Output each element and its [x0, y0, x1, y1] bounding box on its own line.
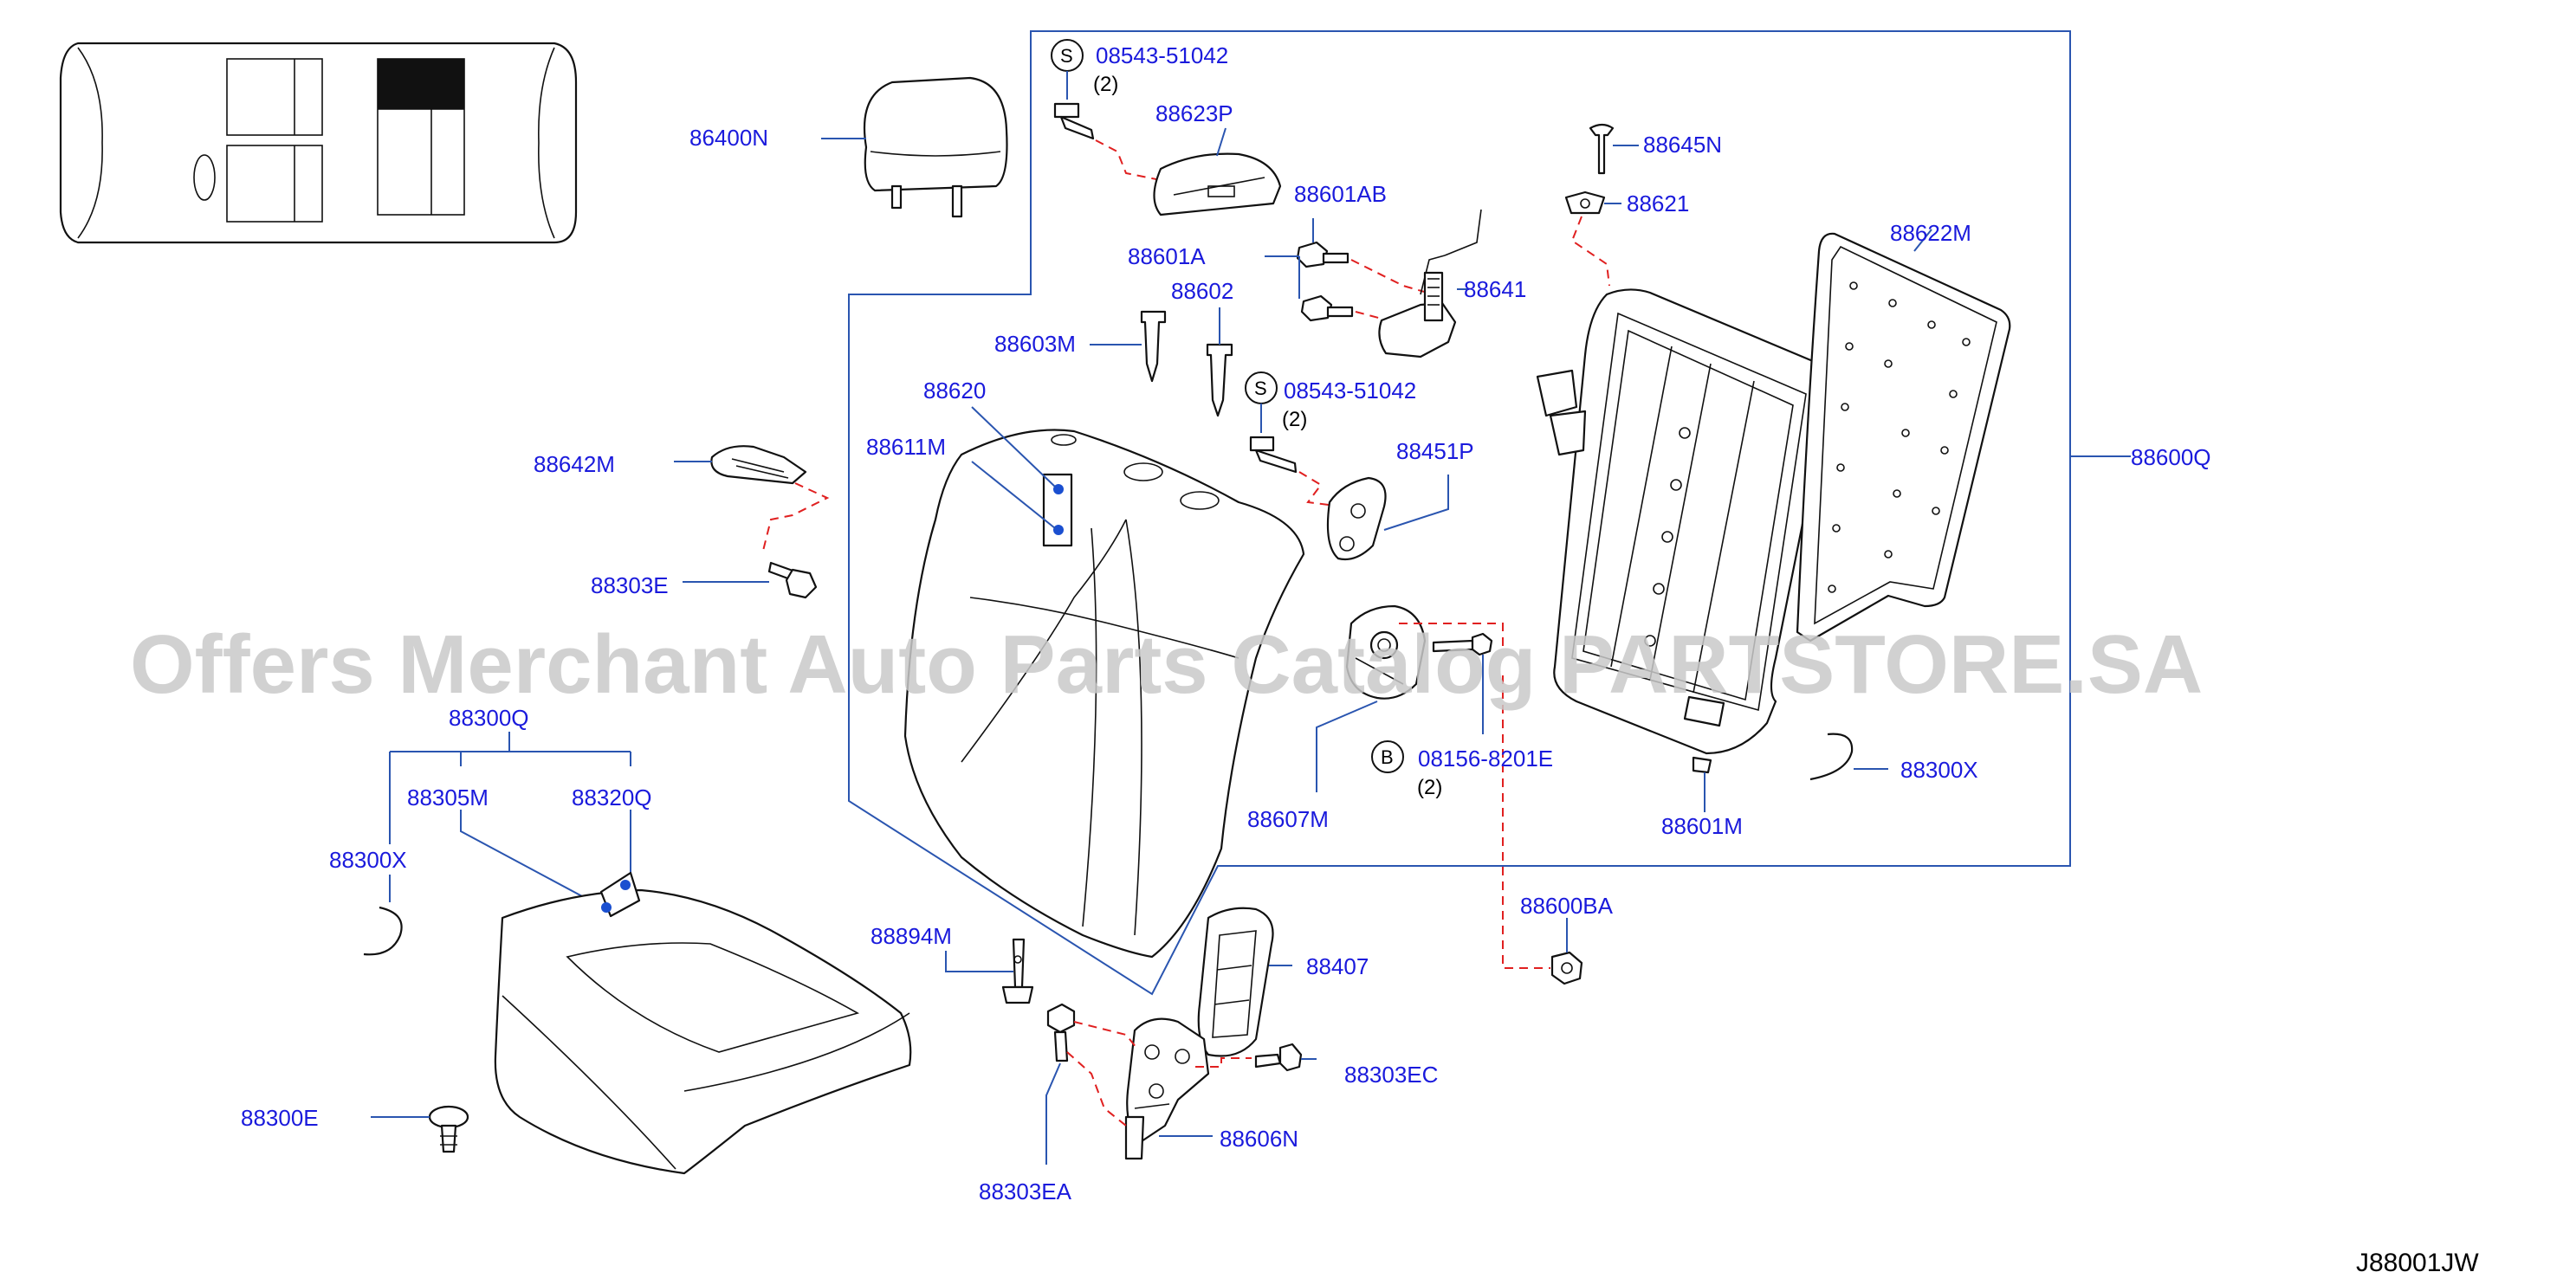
label-88642m: 88642M — [534, 451, 615, 477]
bracket-88894m — [945, 938, 1034, 1004]
label-08543-51042-top: 08543-51042 — [1096, 42, 1228, 68]
label-88606n: 88606N — [1220, 1126, 1298, 1152]
seat-back-pad — [903, 406, 1305, 959]
bolt-88303ec — [1195, 1043, 1317, 1072]
label-08156-8201e: 08156-8201E — [1418, 746, 1553, 772]
wire-ring-88300x-left — [363, 906, 403, 956]
bolt-08156 — [1371, 632, 1493, 773]
marker-dot — [601, 902, 612, 913]
label-88451p: 88451P — [1396, 438, 1474, 464]
s-symbol-letter: S — [1060, 45, 1073, 67]
label-88303ec: 88303EC — [1344, 1062, 1438, 1088]
label-86400n: 86400N — [689, 125, 768, 151]
diagram-code: J88001JW — [2356, 1249, 2479, 1277]
nut-88621 — [1564, 190, 1621, 287]
vehicle-locator — [59, 42, 578, 244]
label-08543-51042-middle: 08543-51042 — [1284, 378, 1416, 404]
watermark: Offers Merchant Auto Parts Catalog PARTS… — [130, 618, 2203, 711]
s-symbol-letter: S — [1254, 378, 1267, 399]
qty-08543-51042-middle: (2) — [1282, 408, 1307, 431]
nut-88600ba — [1502, 675, 1583, 985]
label-88303e: 88303E — [591, 572, 669, 598]
label-88611m: 88611M — [866, 434, 946, 460]
guide-88602 — [1206, 307, 1233, 417]
label-88320q: 88320Q — [572, 785, 652, 810]
bracket-88623p — [1153, 127, 1282, 216]
label-88305m: 88305M — [407, 785, 489, 810]
recliner-88607m — [1316, 604, 1504, 792]
marker-dot — [620, 880, 631, 890]
label-88620: 88620 — [923, 378, 986, 404]
label-88641: 88641 — [1464, 276, 1526, 302]
marker-dot — [1053, 525, 1064, 535]
back-board-88622m — [1796, 229, 2011, 642]
label-88300e: 88300E — [241, 1105, 319, 1131]
wire-ring-88300x-right — [1809, 733, 1854, 781]
bolt-88303ea — [1045, 1003, 1137, 1165]
seat-cushion — [494, 871, 912, 1175]
screw-08543-middle — [1245, 371, 1343, 507]
hinge-88606n — [1124, 1017, 1213, 1160]
label-88300x-left: 88300X — [329, 847, 407, 873]
label-88645n: 88645N — [1643, 132, 1722, 158]
b-symbol — [1371, 740, 1404, 773]
label-88621: 88621 — [1627, 190, 1689, 216]
label-88303ea: 88303EA — [979, 1178, 1072, 1204]
label-88622m: 88622M — [1890, 220, 1971, 246]
label-88300q: 88300Q — [449, 705, 529, 731]
cushion-group-leaders — [389, 732, 631, 910]
cover-88642m — [674, 445, 830, 555]
label-88600ba: 88600BA — [1520, 893, 1614, 919]
label-88602: 88602 — [1171, 278, 1233, 304]
label-88600q: 88600Q — [2131, 444, 2211, 470]
seat-back-group-outline — [848, 30, 2071, 996]
trim-88407 — [1197, 907, 1292, 1057]
qty-08156-8201e: (2) — [1417, 776, 1442, 799]
marker-dot — [1053, 484, 1064, 494]
seat-back-frame-88601m — [1536, 288, 1831, 812]
highlighted-seat-back — [378, 59, 464, 109]
label-88601m: 88601M — [1661, 813, 1743, 839]
cover-88451p — [1326, 475, 1449, 561]
part-labels: 86400N 08543-51042 (2) S 88623P 88645N 8… — [241, 42, 2211, 1204]
label-88623p: 88623P — [1155, 100, 1233, 126]
label-88300x-right: 88300X — [1900, 757, 1978, 783]
bolt-88645n — [1589, 123, 1639, 175]
guide-88603m — [1090, 310, 1167, 383]
label-88607m: 88607M — [1247, 806, 1329, 832]
qty-08543-51042-top: (2) — [1093, 73, 1118, 96]
clip-88300e — [371, 1105, 469, 1153]
label-88407: 88407 — [1306, 953, 1369, 979]
headrest-part — [821, 76, 1008, 218]
bolt-88303e — [683, 561, 818, 599]
b-symbol-letter: B — [1381, 746, 1394, 768]
label-88894m: 88894M — [871, 923, 952, 949]
latch-88641 — [1378, 209, 1482, 358]
label-88603m: 88603M — [994, 331, 1076, 357]
screw-08543-top — [1051, 39, 1162, 181]
label-88601a: 88601A — [1128, 243, 1206, 269]
label-88601ab: 88601AB — [1294, 181, 1387, 207]
